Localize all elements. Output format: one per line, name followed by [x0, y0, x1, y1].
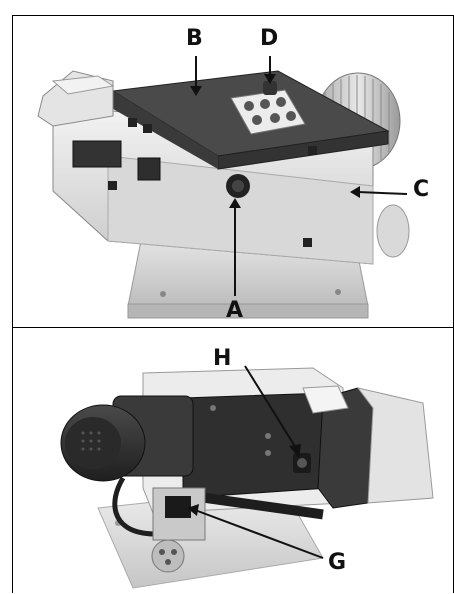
figure-divider: [12, 327, 453, 328]
switch-cover: [137, 157, 161, 181]
plug-socket: [151, 539, 185, 573]
left-belt-guard: [37, 70, 115, 127]
callout-label-c: C: [413, 177, 430, 202]
rear-knob-h: [293, 453, 311, 473]
front-panel-details: [72, 118, 317, 247]
tension-knob-d: [263, 81, 277, 95]
control-label-sticker: [230, 89, 306, 135]
callout-label-d: D: [260, 26, 279, 51]
figure-bottom-belt-grinder-rear: H G: [13, 328, 452, 592]
sanding-belt-rear: [302, 385, 434, 509]
belt-window: [72, 140, 122, 168]
belt-grinder-rear-illustration: [60, 365, 434, 589]
belt-grinder-front-illustration: [37, 56, 410, 319]
adjustment-knob-a: [226, 174, 250, 198]
callout-label-h: H: [213, 346, 232, 371]
callout-arrows: [190, 56, 408, 296]
motor-rear: [60, 395, 194, 537]
figure-top-belt-grinder-front: B D C A: [13, 16, 452, 326]
callout-arrows-rear: [187, 365, 324, 559]
callout-label-a: A: [226, 298, 244, 323]
dust-port: [376, 204, 410, 258]
rear-plate: [182, 392, 329, 499]
callout-label-b: B: [186, 26, 203, 51]
callout-label-g: G: [328, 550, 347, 575]
